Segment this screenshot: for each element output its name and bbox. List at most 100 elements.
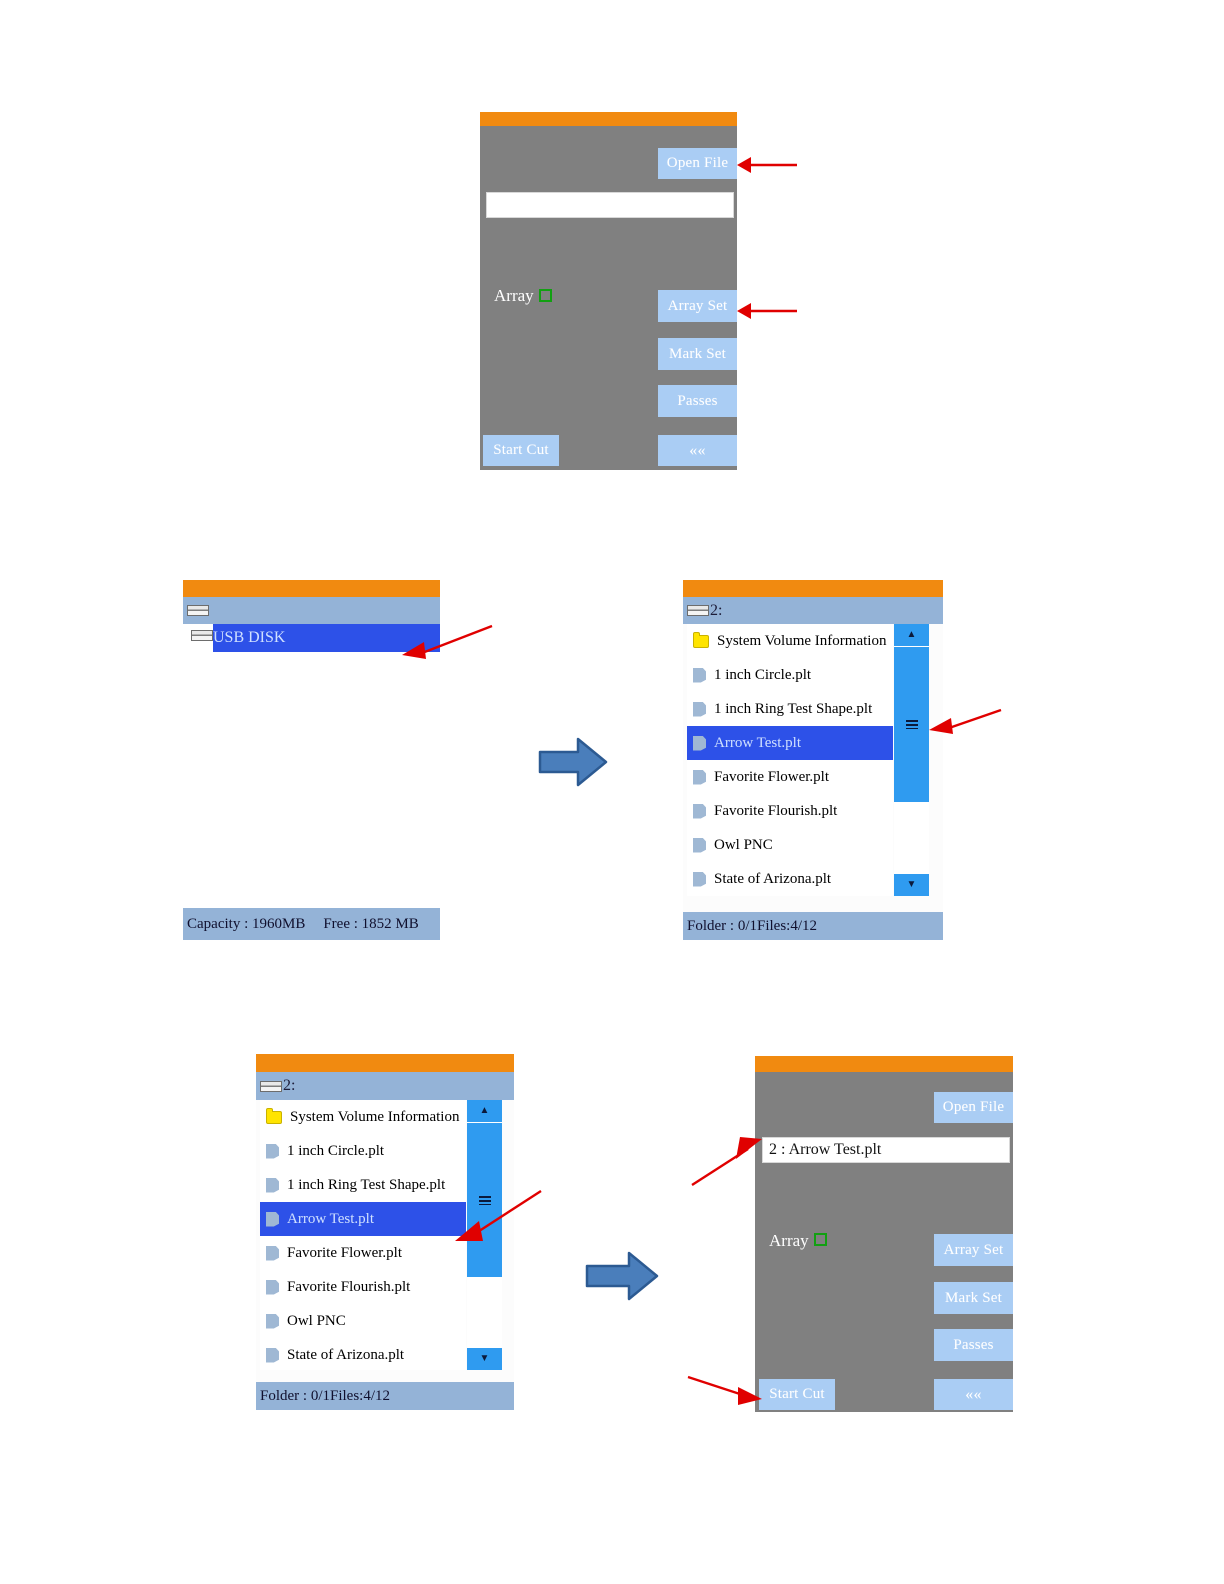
list-item-label: 1 inch Ring Test Shape.plt [714,700,873,717]
grip-handle-icon [478,1195,491,1205]
list-item-label: Owl PNC [714,836,773,853]
next-step-arrow [585,1251,659,1301]
drive-icon [191,630,213,641]
list-item[interactable]: System Volume Information [260,1100,466,1134]
list-item-label: 1 inch Circle.plt [714,666,812,683]
list-item[interactable]: Owl PNC [260,1304,466,1338]
next-step-arrow [538,737,608,787]
drive-icon [187,605,209,616]
drive-list: USB DISK [183,624,440,908]
browser-header [183,597,440,624]
start-cut-button[interactable]: Start Cut [759,1379,835,1410]
header-label: 2: [710,601,723,619]
list-item[interactable]: 1 inch Ring Test Shape.plt [687,692,893,726]
capacity-label: Capacity : 1960MB [187,915,306,932]
step4-file-browser-panel: 2: System Volume Information 1 inch Circ… [256,1054,514,1410]
vertical-scrollbar[interactable]: ▲ ▼ [894,624,929,896]
scroll-up-button[interactable]: ▲ [467,1100,502,1122]
scrollbar-thumb[interactable] [467,1123,502,1277]
list-item-label: Favorite Flower.plt [714,768,829,785]
list-item-label: Favorite Flourish.plt [287,1278,411,1295]
list-item[interactable]: Owl PNC [687,828,893,862]
list-item[interactable]: State of Arizona.plt [687,862,893,896]
list-item[interactable]: Favorite Flourish.plt [260,1270,466,1304]
list-item[interactable]: System Volume Information [687,624,893,658]
titlebar [480,112,737,126]
passes-button[interactable]: Passes [934,1329,1013,1361]
file-icon [693,667,706,683]
list-item-label: USB DISK [213,629,286,646]
drive-icon [687,605,709,616]
file-icon [266,1177,279,1193]
list-item[interactable]: Favorite Flower.plt [687,760,893,794]
selected-file-field[interactable]: 2 : Arrow Test.plt [762,1137,1010,1163]
file-icon [266,1245,279,1261]
file-statusbar: Folder : 0/1Files:4/12 [683,912,943,940]
file-icon [266,1313,279,1329]
list-item[interactable]: 1 inch Circle.plt [687,658,893,692]
mark-set-button[interactable]: Mark Set [658,338,737,370]
browser-header: 2: [683,597,943,624]
folder-count-label: Folder : 0/1Files:4/12 [687,917,818,934]
array-label: Array [769,1231,809,1250]
list-item-selected[interactable]: Arrow Test.plt [687,726,893,760]
open-file-button[interactable]: Open File [658,148,737,179]
list-item-selected[interactable]: Arrow Test.plt [260,1202,466,1236]
scroll-down-button[interactable]: ▼ [467,1348,502,1370]
titlebar [256,1054,514,1072]
scroll-up-button[interactable]: ▲ [894,624,929,646]
list-item-label: System Volume Information [290,1108,460,1125]
scrollbar-thumb[interactable] [894,647,929,802]
file-icon [693,701,706,717]
file-icon [693,735,706,751]
header-label: 2: [283,1077,296,1094]
file-icon [266,1211,279,1227]
scroll-down-button[interactable]: ▼ [894,874,929,896]
step2-drive-browser-panel: USB DISK Capacity : 1960MB Free : 1852 M… [183,580,440,940]
start-cut-button[interactable]: Start Cut [483,435,559,466]
back-button[interactable]: «« [934,1379,1013,1410]
list-item[interactable]: 1 inch Circle.plt [260,1134,466,1168]
start-cut-arrow [687,1375,762,1405]
drive-statusbar: Capacity : 1960MB Free : 1852 MB [183,908,440,940]
folder-icon [693,631,709,648]
file-icon [266,1143,279,1159]
list-item-label: 1 inch Circle.plt [287,1142,385,1159]
free-label: Free : 1852 MB [323,915,419,932]
open-file-button[interactable]: Open File [934,1092,1013,1123]
list-item[interactable]: 1 inch Ring Test Shape.plt [260,1168,466,1202]
list-item-label: 1 inch Ring Test Shape.plt [287,1176,446,1193]
list-item-usb-disk[interactable]: USB DISK [213,624,440,652]
array-checkbox[interactable] [814,1233,827,1246]
vertical-scrollbar[interactable]: ▲ ▼ [467,1100,502,1370]
file-icon [693,871,706,887]
step3-file-browser-panel: 2: System Volume Information 1 inch Circ… [683,580,943,940]
selected-file-field[interactable] [486,192,734,218]
passes-button[interactable]: Passes [658,385,737,417]
list-item-label: Favorite Flower.plt [287,1244,402,1261]
back-button[interactable]: «« [658,435,737,466]
array-set-button[interactable]: Array Set [658,290,737,322]
list-item-label: Arrow Test.plt [287,1210,374,1227]
list-item[interactable]: State of Arizona.plt [260,1338,466,1370]
drive-icon [260,1080,282,1092]
grip-handle-icon [905,720,918,729]
list-item[interactable]: Favorite Flower.plt [260,1236,466,1270]
array-label: Array [494,286,534,305]
list-item-label: State of Arizona.plt [287,1346,405,1363]
file-icon [693,769,706,785]
titlebar [683,580,943,597]
file-icon [266,1347,279,1363]
list-item-label: Arrow Test.plt [714,734,801,751]
file-list: System Volume Information 1 inch Circle.… [687,624,893,896]
titlebar [183,580,440,597]
open-file-arrow [737,157,797,173]
array-checkbox[interactable] [539,289,552,302]
file-list: System Volume Information 1 inch Circle.… [260,1100,466,1370]
mark-set-button[interactable]: Mark Set [934,1282,1013,1314]
array-set-button[interactable]: Array Set [934,1234,1013,1266]
list-item-label: State of Arizona.plt [714,870,832,887]
file-icon [266,1279,279,1295]
list-item[interactable]: Favorite Flourish.plt [687,794,893,828]
titlebar [755,1056,1013,1072]
